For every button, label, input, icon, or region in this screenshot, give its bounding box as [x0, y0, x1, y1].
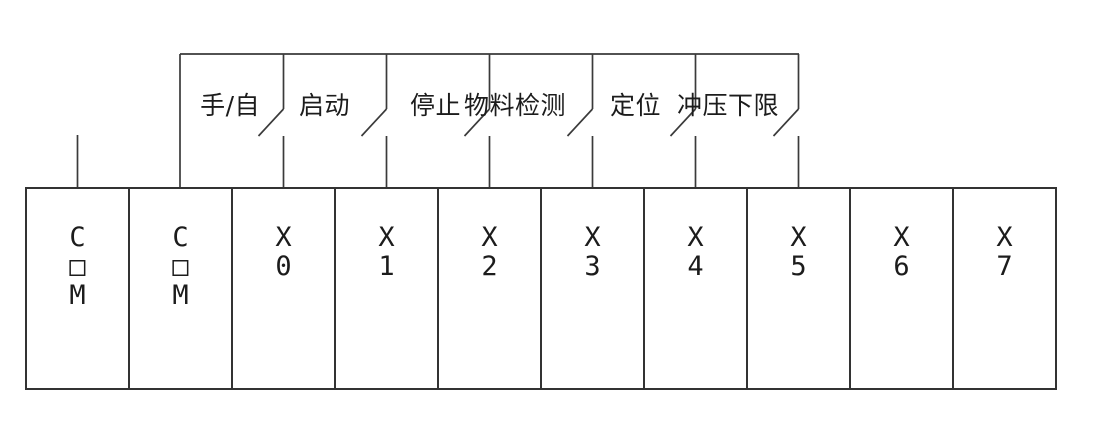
terminal-label-line: X: [687, 222, 704, 253]
switch-label-x3: 物料检测: [463, 91, 566, 120]
switch-symbol-x3: [566, 54, 594, 188]
terminal-x0: X 0: [232, 223, 335, 281]
switch-label-x4: 定位: [609, 91, 661, 120]
terminal-label-line: 6: [893, 251, 910, 282]
terminal-label-line: X: [275, 222, 292, 253]
terminal-x4: X 4: [644, 223, 747, 281]
switch-label-x0: 手/自: [200, 91, 260, 120]
terminal-label-line: C: [69, 222, 86, 253]
terminal-label-line: □: [172, 251, 189, 282]
terminal-label-line: X: [996, 222, 1013, 253]
terminal-label-line: 4: [687, 251, 704, 282]
switch-symbol-x5: [772, 54, 800, 188]
terminal-x3: X 3: [541, 223, 644, 281]
terminal-label-line: X: [893, 222, 910, 253]
terminal-label-line: M: [69, 280, 86, 311]
terminal-label-line: C: [172, 222, 189, 253]
switch-symbol-x0: [257, 54, 285, 188]
terminal-com-1: C □ M: [26, 223, 129, 310]
terminal-label-line: 2: [481, 251, 498, 282]
terminal-label-line: X: [378, 222, 395, 253]
switch-label-x2: 停止: [409, 91, 461, 120]
terminal-x5: X 5: [747, 223, 850, 281]
terminal-label-line: 0: [275, 251, 292, 282]
switch-symbol-x4: [669, 54, 697, 188]
switch-symbol-x2: [463, 54, 491, 188]
terminal-label-line: M: [172, 280, 189, 311]
terminal-com-2: C □ M: [129, 223, 232, 310]
switch-label-x1: 启动: [298, 91, 350, 120]
terminal-label-line: X: [584, 222, 601, 253]
terminal-label-line: X: [790, 222, 807, 253]
terminal-label-line: 7: [996, 251, 1013, 282]
terminal-label-line: X: [481, 222, 498, 253]
terminal-label-line: □: [69, 251, 86, 282]
terminal-label-line: 1: [378, 251, 395, 282]
terminal-label-line: 5: [790, 251, 807, 282]
switch-symbol-x1: [360, 54, 388, 188]
terminal-label-line: 3: [584, 251, 601, 282]
terminal-block: [25, 187, 1057, 390]
terminal-x6: X 6: [850, 223, 953, 281]
switch-label-x5: 冲压下限: [676, 91, 779, 120]
terminal-x2: X 2: [438, 223, 541, 281]
terminal-x1: X 1: [335, 223, 438, 281]
terminal-x7: X 7: [953, 223, 1056, 281]
